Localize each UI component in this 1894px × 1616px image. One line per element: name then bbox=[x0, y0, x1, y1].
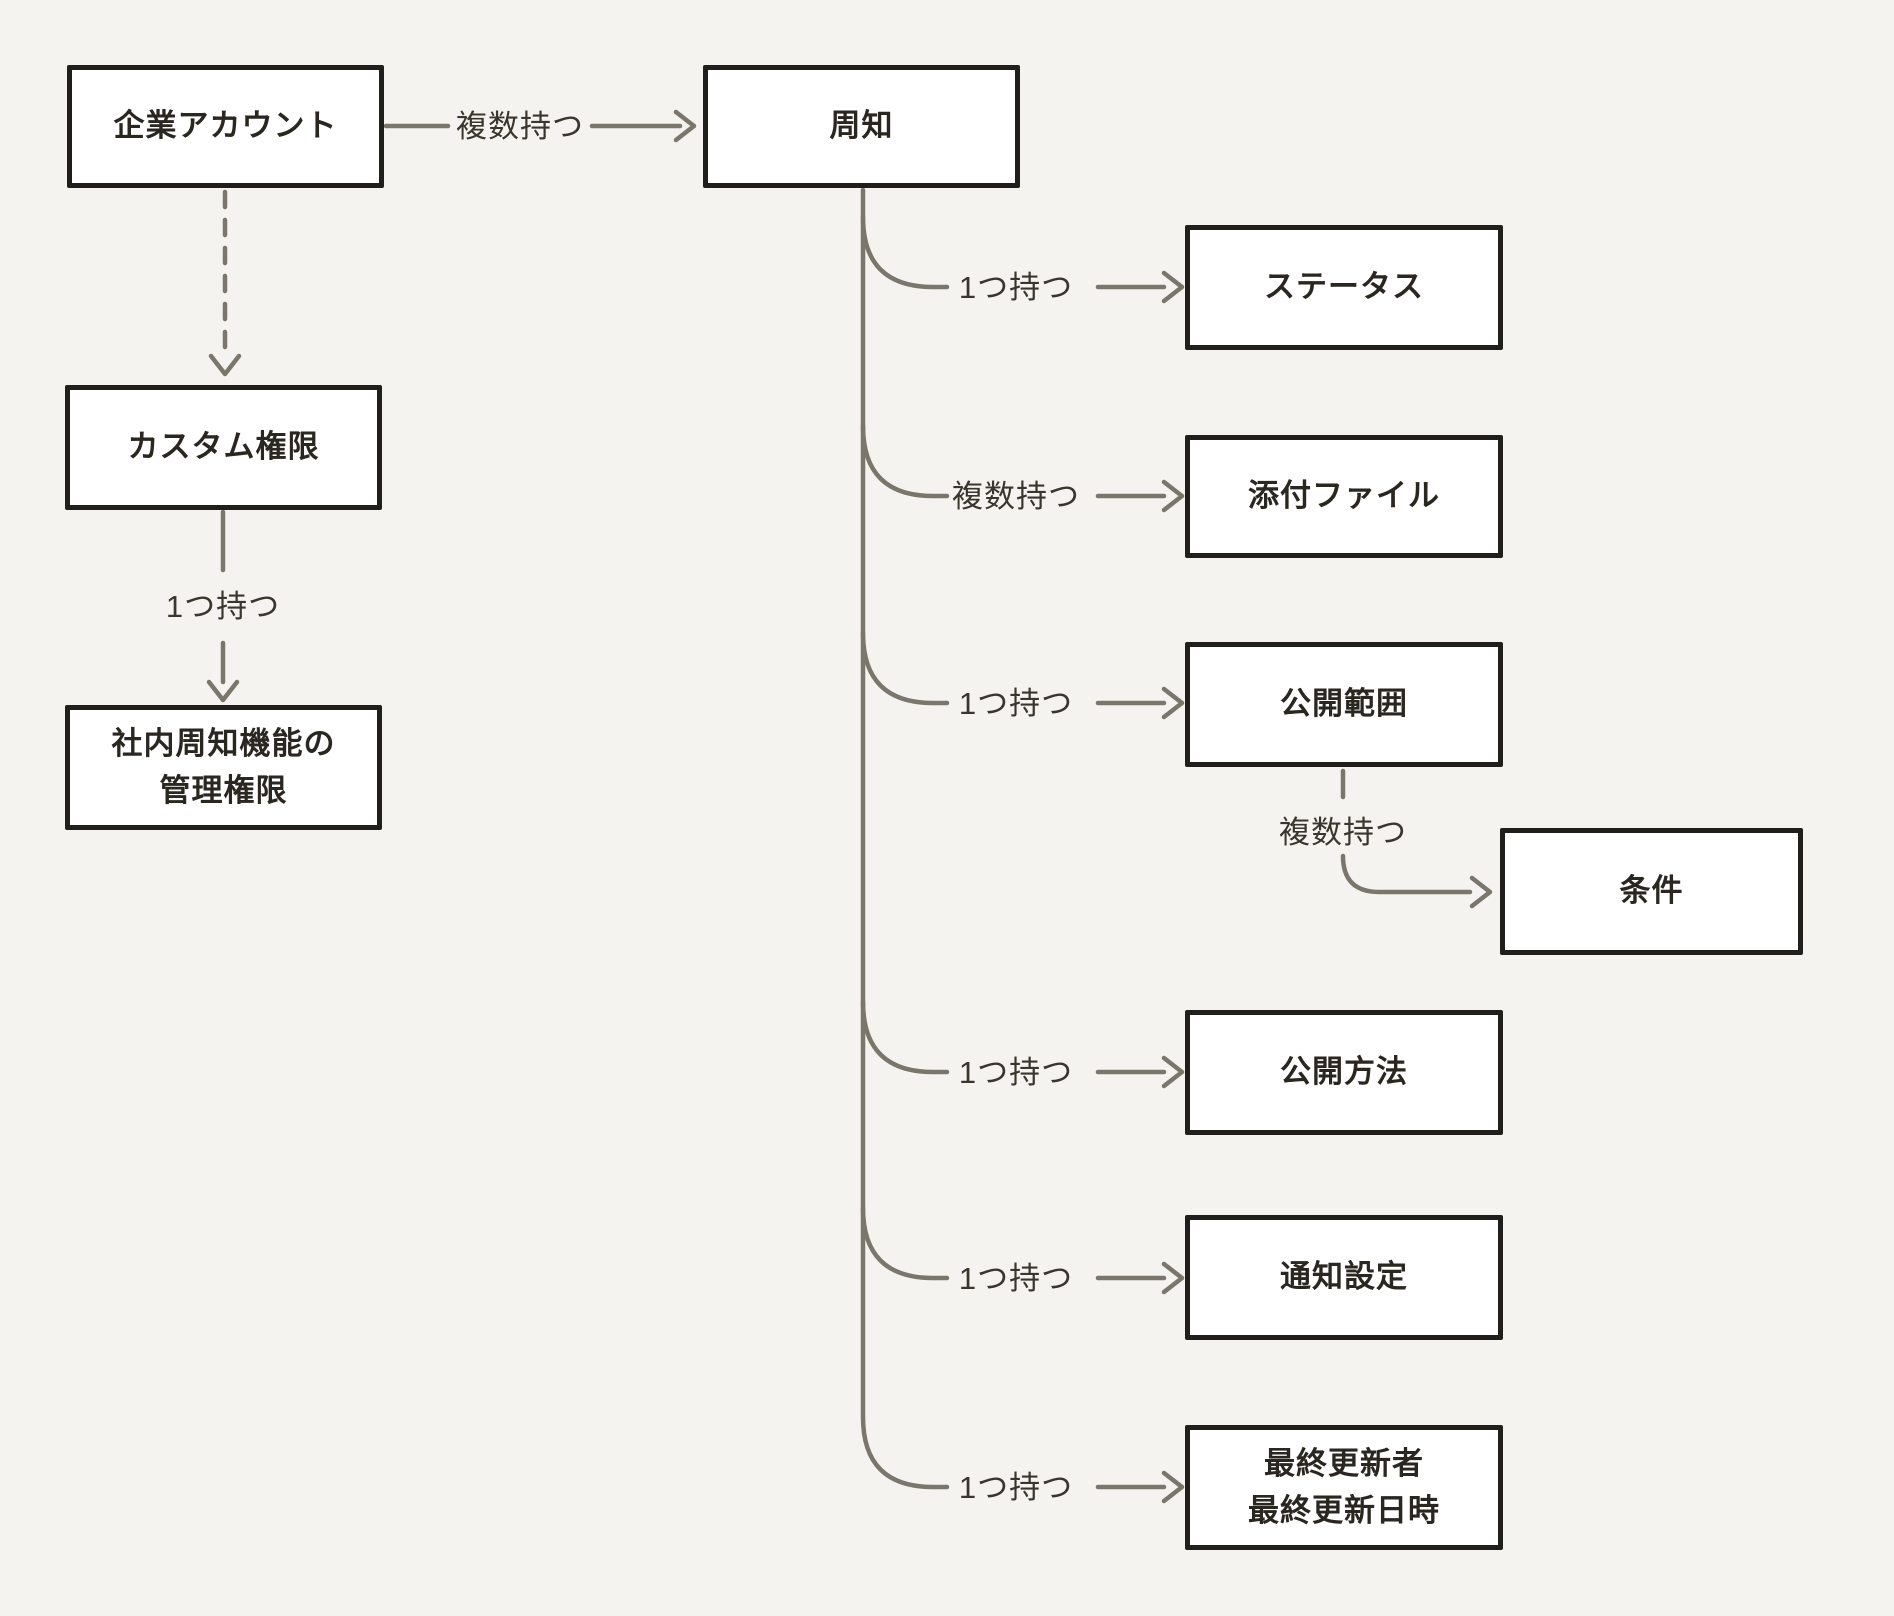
node-label: 添付ファイル bbox=[1248, 478, 1440, 514]
edge-announcement-to-last-updated: 1つ持つ bbox=[959, 1470, 1185, 1505]
arrowhead-right-icon bbox=[1161, 270, 1185, 304]
edge-announcement-to-publish-method: 1つ持つ bbox=[860, 999, 1185, 1090]
edge-announcement-to-publish-scope: 1つ持つ bbox=[860, 630, 1185, 721]
node-status: ステータス bbox=[1185, 225, 1503, 350]
edge-label-has-one: 1つ持つ bbox=[959, 270, 1073, 305]
edge-label-has-many: 複数持つ bbox=[1279, 815, 1407, 850]
edge-company-account-to-custom-permission bbox=[208, 189, 242, 377]
arrowhead-right-icon bbox=[1469, 875, 1493, 909]
node-label: ステータス bbox=[1264, 269, 1424, 305]
node-custom-permission: カスタム権限 bbox=[65, 385, 382, 510]
edge-company-account-to-announcement: 複数持つ bbox=[383, 109, 697, 144]
node-label: 条件 bbox=[1619, 873, 1684, 909]
edge-announcement-to-attachment: 複数持つ bbox=[860, 423, 1185, 514]
edge-label-has-one: 1つ持つ bbox=[959, 686, 1073, 721]
node-attachment: 添付ファイル bbox=[1185, 435, 1503, 558]
arrowhead-right-icon bbox=[1161, 1261, 1185, 1295]
edge-custom-permission-to-admin-permission: 1つ持つ bbox=[166, 509, 280, 703]
edge-label-has-one: 1つ持つ bbox=[959, 1055, 1073, 1090]
arrowhead-down-icon bbox=[206, 679, 240, 703]
edge-label-has-one: 1つ持つ bbox=[959, 1261, 1073, 1296]
arrowhead-right-icon bbox=[673, 109, 697, 143]
node-label: 公開方法 bbox=[1280, 1054, 1408, 1090]
node-announcement: 周知 bbox=[703, 65, 1020, 188]
edge-label-has-one: 1つ持つ bbox=[166, 589, 280, 624]
node-admin-permission: 社内周知機能の 管理権限 bbox=[65, 705, 382, 830]
edge-label-has-many: 複数持つ bbox=[952, 479, 1080, 514]
edge-announcement-to-notification-setting: 1つ持つ bbox=[860, 1205, 1185, 1296]
node-company-account: 企業アカウント bbox=[67, 65, 384, 188]
edge-label-has-one: 1つ持つ bbox=[959, 1470, 1073, 1505]
node-label: カスタム権限 bbox=[127, 429, 320, 465]
node-publish-method: 公開方法 bbox=[1185, 1010, 1503, 1135]
edge-announcement-trunk bbox=[860, 187, 950, 1490]
edge-publish-scope-to-condition: 複数持つ bbox=[1279, 768, 1493, 909]
edge-announcement-to-status: 1つ持つ bbox=[860, 214, 1185, 305]
arrowhead-right-icon bbox=[1161, 1470, 1185, 1504]
node-label: 通知設定 bbox=[1280, 1259, 1408, 1295]
arrowhead-right-icon bbox=[1161, 479, 1185, 513]
node-label: 最終更新者 最終更新日時 bbox=[1248, 1446, 1440, 1528]
edge-label-has-many: 複数持つ bbox=[456, 109, 584, 144]
node-label: 社内周知機能の 管理権限 bbox=[111, 726, 336, 808]
node-publish-scope: 公開範囲 bbox=[1185, 642, 1503, 767]
arrowhead-down-icon bbox=[208, 353, 242, 377]
node-condition: 条件 bbox=[1500, 828, 1803, 955]
node-label: 企業アカウント bbox=[113, 108, 338, 144]
node-label: 周知 bbox=[829, 108, 894, 144]
arrowhead-right-icon bbox=[1161, 1055, 1185, 1089]
node-label: 公開範囲 bbox=[1280, 686, 1408, 722]
arrowhead-right-icon bbox=[1161, 686, 1185, 720]
node-notification-setting: 通知設定 bbox=[1185, 1215, 1503, 1340]
node-last-updated: 最終更新者 最終更新日時 bbox=[1185, 1425, 1503, 1550]
